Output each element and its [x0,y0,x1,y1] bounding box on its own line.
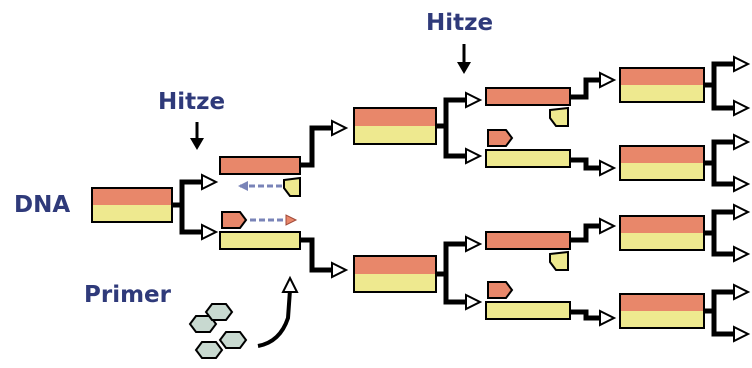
branch-connector-gen3 [436,97,466,305]
heat-arrow-right-icon [457,44,471,74]
branch-arrow-icon [733,55,751,343]
gen2-double-strand-top [353,107,437,145]
branch-arrow-icon [599,71,617,327]
gen4-double-strand-4 [619,293,705,329]
dna-label: DNA [14,192,71,218]
branch-arrow-icon [331,119,349,279]
heat-arrow-left-icon [190,122,204,150]
primer-pieces-icon [188,303,248,359]
gen2-double-strand-bottom [353,255,437,293]
gen4-double-strand-1 [619,67,705,103]
primer-label: Primer [84,282,171,308]
branch-connector-gen1 [172,179,202,235]
gen1-bottom-single-strand [219,211,301,250]
gen3-strand-2 [485,129,571,168]
gen1-top-single-strand [219,156,301,197]
branch-arrow-icon [201,173,219,241]
gen4-double-strand-2 [619,145,705,181]
branch-connector-gen2 [300,125,332,273]
branch-connector-gen5 [704,61,734,337]
heat-label-right: Hitze [426,10,494,36]
heat-label-left: Hitze [158,89,226,115]
branch-connector-gen4 [570,77,600,321]
gen3-strand-1 [485,87,571,127]
gen3-strand-4 [485,281,571,320]
primer-curved-arrow-icon [257,275,299,348]
gen4-double-strand-3 [619,215,705,251]
branch-arrow-icon [465,91,483,311]
gen3-strand-3 [485,231,571,271]
dna-double-strand-original [91,187,173,223]
